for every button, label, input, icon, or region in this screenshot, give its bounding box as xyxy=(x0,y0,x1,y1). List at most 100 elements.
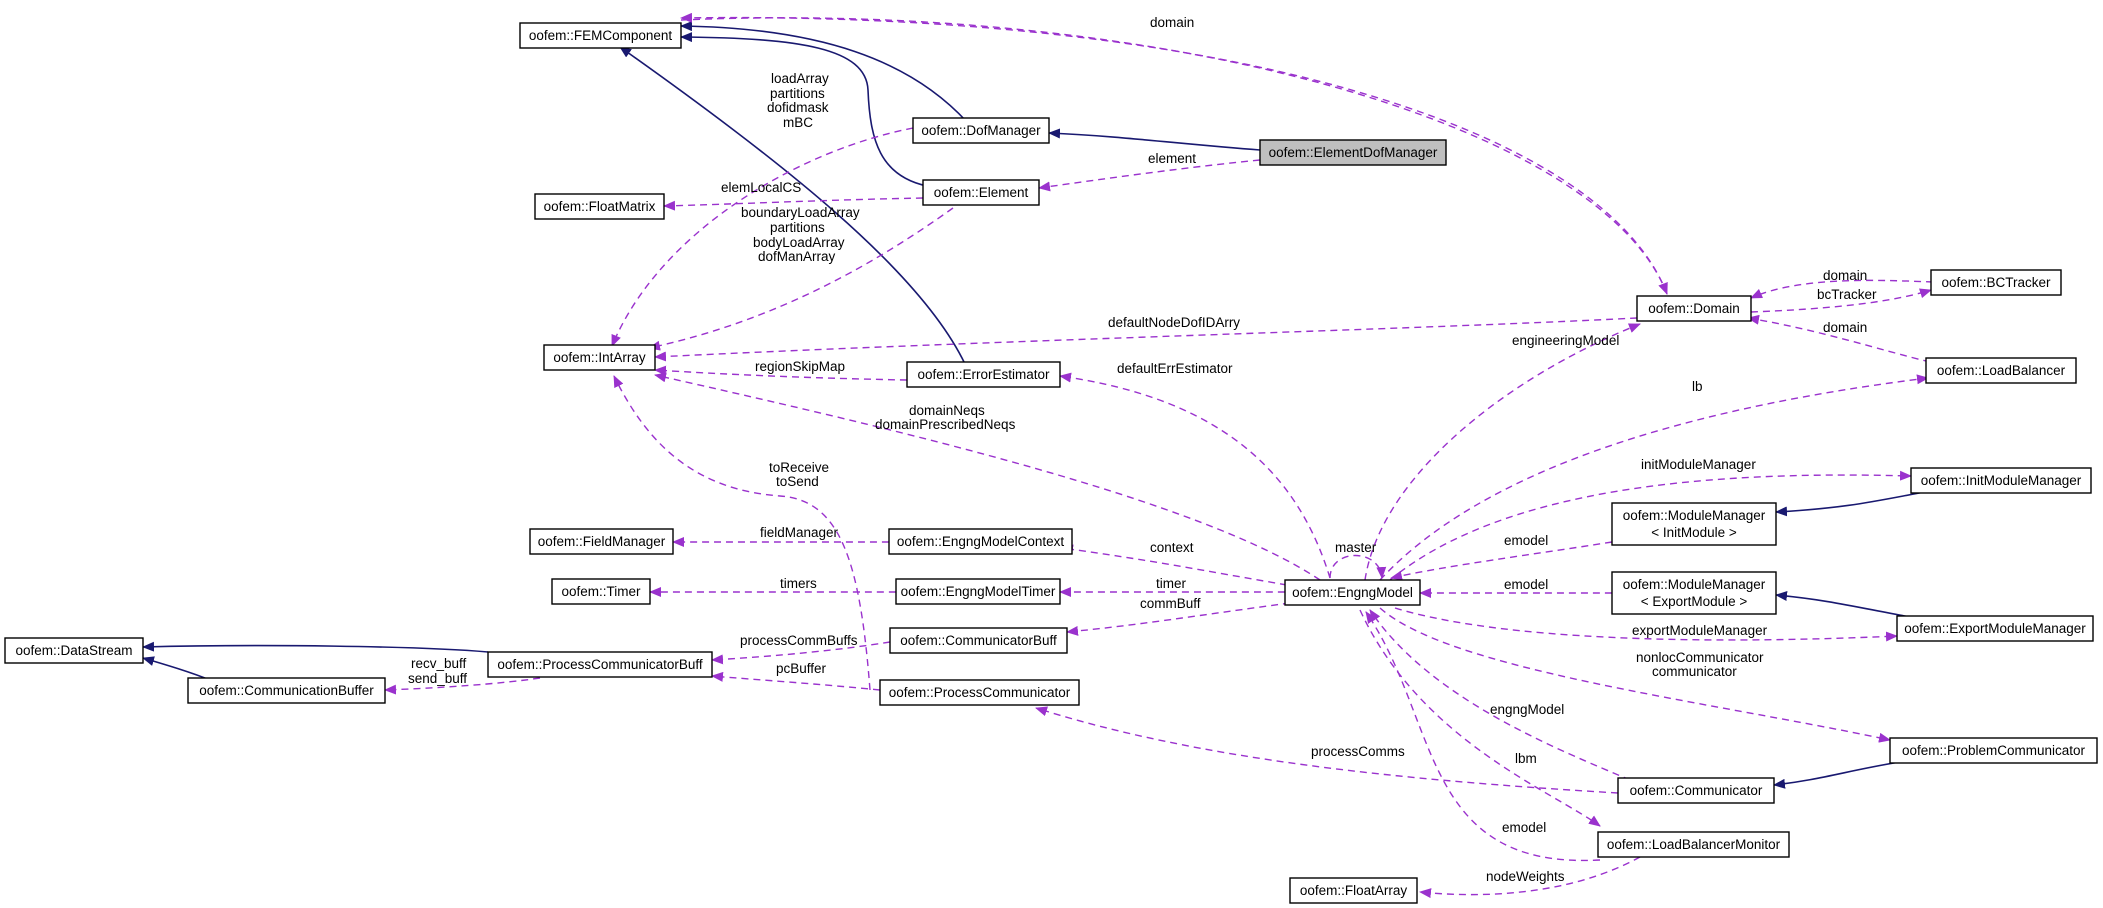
edge-errorestimator-femcomponent xyxy=(619,46,966,365)
edge-processcommunicator-intarray xyxy=(613,375,871,691)
class-node-engngmodel[interactable]: oofem::EngngModel xyxy=(1284,579,1421,606)
class-node-processcommunicatorbuff[interactable]: oofem::ProcessCommunicatorBuff xyxy=(487,651,713,678)
edge-label-elem-2: partitions xyxy=(770,220,825,235)
class-node-floatmatrix[interactable]: oofem::FloatMatrix xyxy=(534,193,665,220)
class-node-engngmodeltimer-label: oofem::EngngModelTimer xyxy=(901,584,1056,599)
class-node-modulemanager-export-label-2: < ExportModule > xyxy=(1641,594,1748,609)
class-node-problemcommunicator[interactable]: oofem::ProblemCommunicator xyxy=(1889,737,2098,764)
class-node-element[interactable]: oofem::Element xyxy=(922,179,1040,206)
edge-label-defaulterrestimator: defaultErrEstimator xyxy=(1117,361,1233,376)
edge-label-exportmodulemanager: exportModuleManager xyxy=(1632,623,1768,638)
edge-processcommunicator-processcommunicatorbuff xyxy=(711,671,881,691)
edge-engngmodel-domain xyxy=(1364,323,1641,581)
edge-communicator-engngmodel xyxy=(1369,609,1631,781)
edge-label-defaultnodedofidarry: defaultNodeDofIDArry xyxy=(1108,315,1240,330)
class-node-communicatorbuff[interactable]: oofem::CommunicatorBuff xyxy=(889,627,1068,654)
class-node-initmodulemanager[interactable]: oofem::InitModuleManager xyxy=(1910,467,2092,494)
class-node-errorestimator-label: oofem::ErrorEstimator xyxy=(917,367,1050,382)
class-node-dofmanager-label: oofem::DofManager xyxy=(921,123,1041,138)
class-node-processcommunicator[interactable]: oofem::ProcessCommunicator xyxy=(879,679,1080,706)
class-node-exportmodulemanager-label: oofem::ExportModuleManager xyxy=(1904,621,2086,636)
class-node-modulemanager-export[interactable]: oofem::ModuleManager < ExportModule > xyxy=(1611,571,1777,615)
edge-label-element: element xyxy=(1148,151,1196,166)
class-node-domain[interactable]: oofem::Domain xyxy=(1636,295,1752,322)
class-node-floatmatrix-label: oofem::FloatMatrix xyxy=(544,199,656,214)
edge-label-elem-1: boundaryLoadArray xyxy=(741,205,860,220)
edge-element-intarray xyxy=(648,207,954,351)
class-node-intarray[interactable]: oofem::IntArray xyxy=(543,344,656,371)
edge-dofmanager-femcomponent xyxy=(680,21,968,123)
class-node-domain-label: oofem::Domain xyxy=(1648,301,1740,316)
edge-label-dofman-4: mBC xyxy=(783,115,813,130)
class-node-communicationbuffer[interactable]: oofem::CommunicationBuffer xyxy=(187,677,386,704)
edge-processcommunicatorbuff-datastream xyxy=(142,641,489,653)
edge-label-emodel-lbm: emodel xyxy=(1502,820,1546,835)
class-node-timer[interactable]: oofem::Timer xyxy=(551,578,651,605)
class-node-loadbalancer[interactable]: oofem::LoadBalancer xyxy=(1925,357,2077,384)
class-node-elementdofmanager-label: oofem::ElementDofManager xyxy=(1269,145,1438,160)
class-node-fieldmanager[interactable]: oofem::FieldManager xyxy=(529,528,674,555)
edge-label-nonloc-1: nonlocCommunicator xyxy=(1636,650,1764,665)
class-node-datastream[interactable]: oofem::DataStream xyxy=(4,637,144,664)
edge-communicatorbuff-processcommunicatorbuff xyxy=(711,641,891,665)
edge-femcomponent-domain xyxy=(680,17,1668,295)
class-node-modulemanager-init-label-1: oofem::ModuleManager xyxy=(1623,508,1766,523)
class-node-exportmodulemanager[interactable]: oofem::ExportModuleManager xyxy=(1896,615,2094,642)
class-node-floatarray[interactable]: oofem::FloatArray xyxy=(1289,877,1418,904)
edge-label-recvsend-2: send_buff xyxy=(408,671,467,686)
edge-label-lb: lb xyxy=(1692,379,1703,394)
edge-engngmodel-loadbalancer xyxy=(1379,374,1929,581)
edge-initmodulemanager-modulemanager-init xyxy=(1775,490,1931,517)
edge-engngmodel-self xyxy=(1329,554,1387,579)
class-node-engngmodeltimer[interactable]: oofem::EngngModelTimer xyxy=(895,578,1061,605)
edge-label-processcomms: processComms xyxy=(1311,744,1405,759)
edge-element-femcomponent xyxy=(680,32,928,187)
class-node-errorestimator[interactable]: oofem::ErrorEstimator xyxy=(906,361,1061,388)
edge-label-nonloc-2: communicator xyxy=(1652,664,1737,679)
usage-edges xyxy=(384,12,1934,899)
class-node-engngmodelcontext[interactable]: oofem::EngngModelContext xyxy=(888,528,1073,555)
edge-label-elem-3: bodyLoadArray xyxy=(753,235,845,250)
class-node-datastream-label: oofem::DataStream xyxy=(15,643,132,658)
edge-label-engngmodel: engngModel xyxy=(1490,702,1564,717)
edge-communicator-processcommunicator xyxy=(1035,706,1619,794)
edge-label-dofman-3: dofidmask xyxy=(767,100,829,115)
edge-engngmodel-intarray xyxy=(654,372,1321,581)
class-node-processcommunicatorbuff-label: oofem::ProcessCommunicatorBuff xyxy=(497,657,703,672)
edge-label-timers: timers xyxy=(780,576,817,591)
class-node-modulemanager-init[interactable]: oofem::ModuleManager < InitModule > xyxy=(1611,502,1777,546)
edge-communicationbuffer-datastream xyxy=(142,656,211,681)
edge-engngmodel-loadbalancermonitor xyxy=(1359,609,1601,827)
edge-errorestimator-intarray xyxy=(654,365,908,381)
class-node-dofmanager[interactable]: oofem::DofManager xyxy=(912,117,1050,144)
edge-label-timer: timer xyxy=(1156,576,1187,591)
edge-label-bct-domain: domain xyxy=(1823,268,1867,283)
edge-label-elem-4: dofManArray xyxy=(758,249,836,264)
edge-label-initmodulemanager: initModuleManager xyxy=(1641,457,1756,472)
class-node-loadbalancermonitor[interactable]: oofem::LoadBalancerMonitor xyxy=(1597,831,1790,858)
edge-dofmanager-intarray xyxy=(611,127,914,347)
class-node-communicatorbuff-label: oofem::CommunicatorBuff xyxy=(900,633,1057,648)
edge-element-floatmatrix xyxy=(663,197,924,211)
class-node-femcomponent[interactable]: oofem::FEMComponent xyxy=(519,22,682,49)
class-node-engngmodel-label: oofem::EngngModel xyxy=(1292,585,1413,600)
class-node-bctracker-label: oofem::BCTracker xyxy=(1941,275,2051,290)
edge-label-lb-domain: domain xyxy=(1823,320,1867,335)
edge-label-fieldmanager: fieldManager xyxy=(760,525,839,540)
edge-modulemanager-init-engngmodel xyxy=(1390,541,1613,581)
edge-domain-femcomponent xyxy=(680,12,1668,295)
class-node-femcomponent-label: oofem::FEMComponent xyxy=(529,28,673,43)
class-node-modulemanager-init-label-2: < InitModule > xyxy=(1651,525,1737,540)
edge-label-regionskipmap: regionSkipMap xyxy=(755,359,845,374)
class-node-bctracker[interactable]: oofem::BCTracker xyxy=(1930,269,2062,296)
class-node-modulemanager-export-label-1: oofem::ModuleManager xyxy=(1623,577,1766,592)
edge-label-recvsend-1: recv_buff xyxy=(411,656,467,671)
class-node-communicator[interactable]: oofem::Communicator xyxy=(1617,777,1775,804)
edge-domain-intarray xyxy=(654,317,1638,362)
edge-label-lbm: lbm xyxy=(1515,751,1537,766)
edge-processcommunicatorbuff-communicationbuffer xyxy=(384,677,541,695)
edge-label-domain-top: domain xyxy=(1150,15,1194,30)
class-node-elementdofmanager[interactable]: oofem::ElementDofManager xyxy=(1259,139,1447,166)
class-node-intarray-label: oofem::IntArray xyxy=(553,350,646,365)
edge-label-emodel-export: emodel xyxy=(1504,577,1548,592)
